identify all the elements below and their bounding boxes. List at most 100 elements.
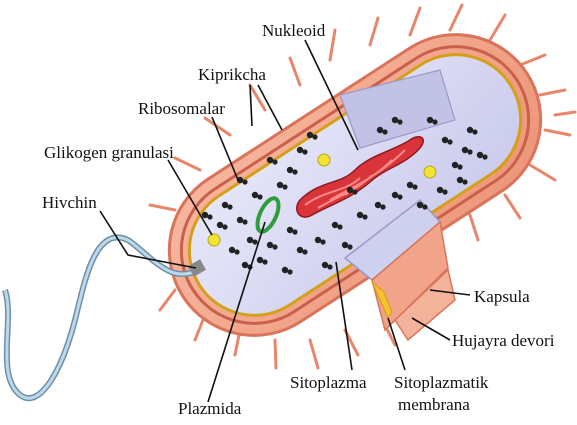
- ribosome: [252, 239, 257, 244]
- ribosome: [437, 187, 443, 193]
- ribosome: [472, 129, 477, 134]
- pilus: [310, 340, 318, 368]
- ribosome: [207, 214, 212, 219]
- ribosome: [282, 184, 287, 189]
- ribosome: [257, 194, 262, 199]
- pilus: [450, 5, 462, 30]
- ribosome: [320, 239, 325, 244]
- pilus: [275, 340, 276, 368]
- ribosome: [242, 262, 248, 268]
- ribosome: [442, 189, 447, 194]
- ribosome: [447, 139, 452, 144]
- glycogen-granule: [424, 166, 436, 178]
- ribosome: [347, 187, 353, 193]
- ribosome: [467, 149, 472, 154]
- ribosome: [297, 147, 303, 153]
- pilus: [290, 58, 300, 85]
- label-glikogen: Glikogen granulasi: [44, 143, 174, 162]
- ribosome: [272, 159, 277, 164]
- ribosome: [257, 257, 263, 263]
- ribosome: [242, 179, 247, 184]
- pilus: [150, 205, 175, 210]
- label-nukleoid: Nukleoid: [262, 21, 326, 40]
- ribosome: [327, 264, 332, 269]
- ribosome: [382, 129, 387, 134]
- ribosome: [380, 204, 385, 209]
- ribosome: [467, 127, 473, 133]
- ribosome: [477, 152, 483, 158]
- ribosome: [462, 147, 468, 153]
- pilus: [545, 130, 570, 135]
- ribosome: [262, 259, 267, 264]
- ribosome: [377, 127, 383, 133]
- ribosome: [222, 202, 228, 208]
- ribosome: [287, 269, 292, 274]
- ribosome: [322, 262, 328, 268]
- pilus: [505, 195, 520, 218]
- pilus: [175, 158, 200, 170]
- label-sitoplazmatik: Sitoplazmatik: [394, 373, 489, 392]
- label-hivchin: Hivchin: [42, 193, 97, 212]
- glycogen-granule: [318, 154, 330, 166]
- pilus: [160, 290, 175, 310]
- ribosome: [375, 202, 381, 208]
- pilus: [250, 85, 265, 110]
- ribosome: [247, 237, 253, 243]
- ribosome: [302, 149, 307, 154]
- ribosome: [392, 117, 398, 123]
- ribosome: [462, 179, 467, 184]
- pilus: [205, 118, 230, 135]
- ribosome: [315, 237, 321, 243]
- ribosome: [357, 212, 363, 218]
- ribosome: [457, 177, 463, 183]
- pilus: [520, 55, 545, 65]
- ribosome: [362, 214, 367, 219]
- ribosome: [417, 202, 423, 208]
- label-sitoplazma: Sitoplazma: [290, 373, 367, 392]
- ribosome: [229, 247, 235, 253]
- ribosome: [452, 162, 458, 168]
- ribosome: [442, 137, 448, 143]
- ribosome: [234, 249, 239, 254]
- ribosome: [427, 117, 433, 123]
- ribosome: [342, 242, 348, 248]
- ribosome: [267, 157, 273, 163]
- label-ribosomalar: Ribosomalar: [138, 99, 225, 118]
- ribosome: [297, 247, 303, 253]
- ribosome: [332, 222, 338, 228]
- glycogen-granule: [208, 234, 220, 246]
- pilus: [370, 18, 378, 45]
- label-kiprikcha: Kiprikcha: [198, 65, 266, 84]
- ribosome: [312, 134, 317, 139]
- ribosome: [282, 267, 288, 273]
- ribosome: [292, 229, 297, 234]
- ribosome: [292, 169, 297, 174]
- label-hujayra-devori: Hujayra devori: [452, 331, 555, 350]
- ribosome: [242, 219, 247, 224]
- ribosome: [397, 194, 402, 199]
- ribosome: [412, 184, 417, 189]
- ribosome: [307, 132, 313, 138]
- ribosome: [202, 212, 208, 218]
- label-membrana: membrana: [398, 395, 470, 414]
- ribosome: [287, 167, 293, 173]
- pilus: [470, 215, 478, 240]
- ribosome: [432, 119, 437, 124]
- ribosome: [252, 192, 258, 198]
- pilus: [410, 8, 420, 35]
- ribosome: [272, 244, 277, 249]
- ribosome: [347, 244, 352, 249]
- ribosome: [422, 204, 427, 209]
- label-kapsula: Kapsula: [474, 287, 530, 306]
- ribosome: [217, 222, 223, 228]
- pilus: [490, 15, 505, 40]
- ribosome: [352, 189, 357, 194]
- ribosome: [457, 164, 462, 169]
- pilus: [530, 165, 555, 180]
- label-plazmida: Plazmida: [178, 399, 242, 418]
- ribosome: [227, 204, 232, 209]
- pilus: [540, 90, 565, 95]
- ribosome: [267, 242, 273, 248]
